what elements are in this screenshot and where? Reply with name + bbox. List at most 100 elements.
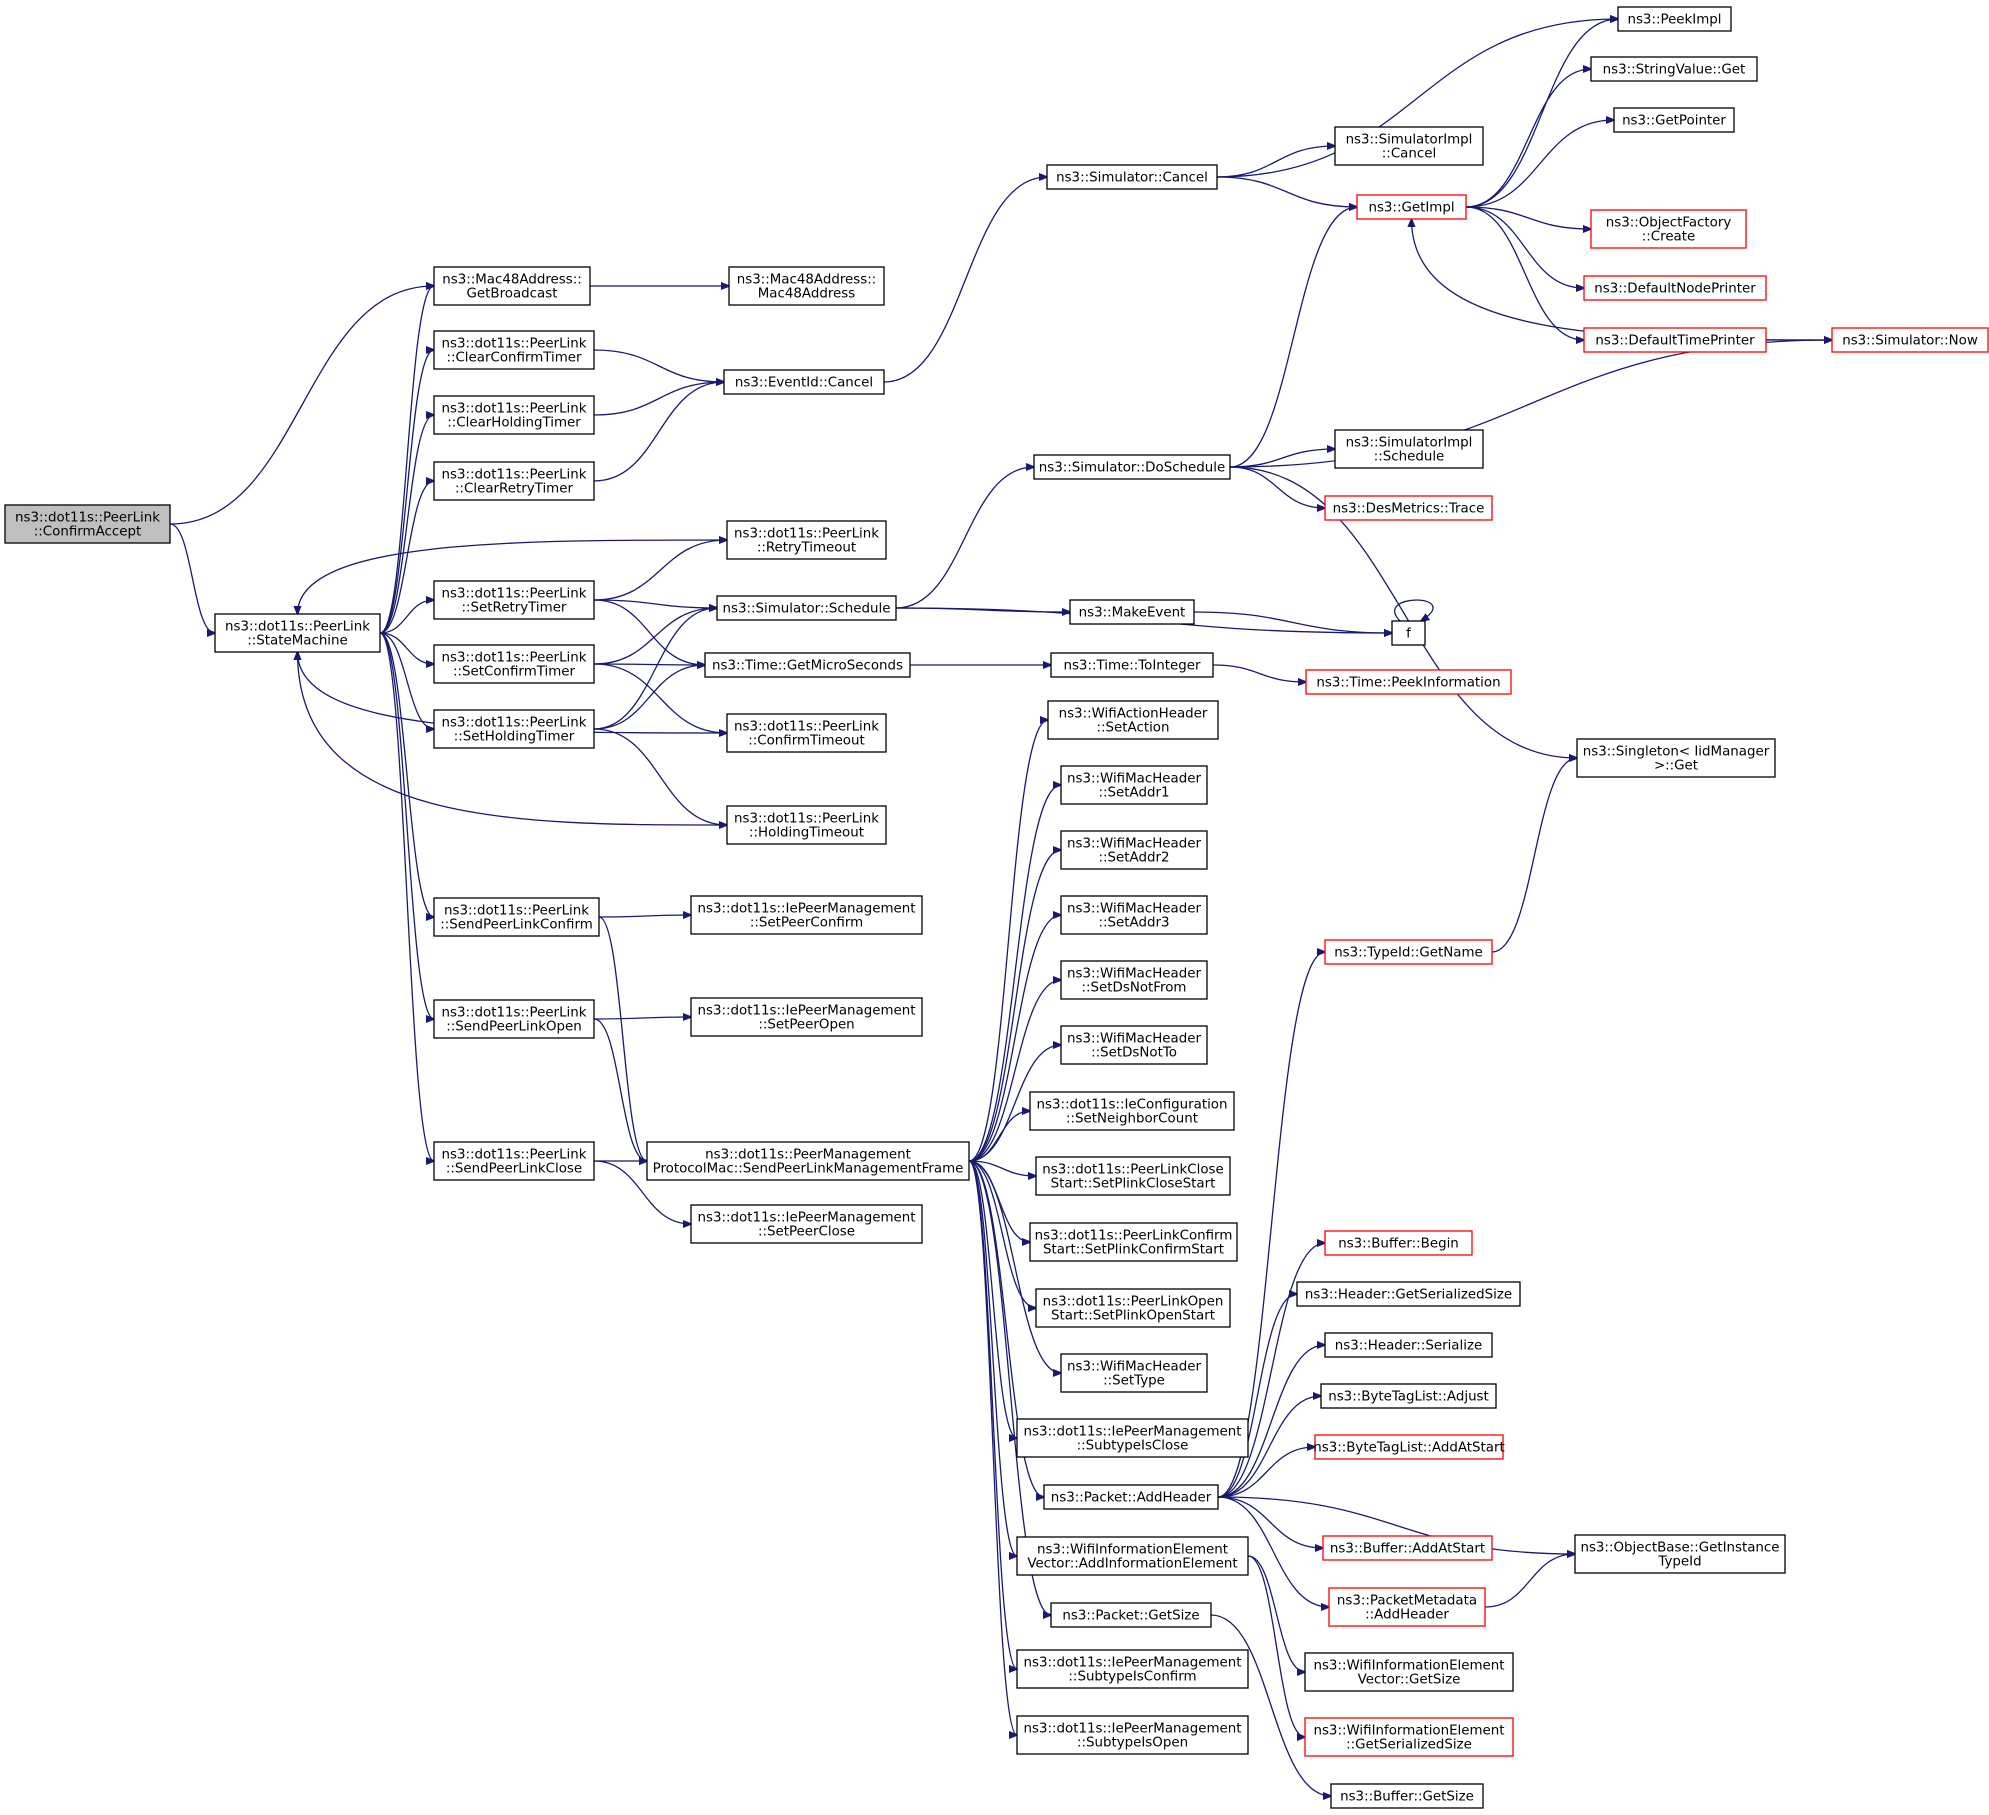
node-byte-tag-adjust[interactable]: ns3::ByteTagList::Adjust bbox=[1320, 1383, 1497, 1409]
node-peek-impl[interactable]: ns3::PeekImpl bbox=[1617, 6, 1732, 32]
node-subtype-is-confirm[interactable]: ns3::dot11s::IePeerManagement::SubtypeIs… bbox=[1016, 1649, 1249, 1689]
node-mac48ctor[interactable]: ns3::Mac48Address::Mac48Address bbox=[728, 266, 885, 306]
node-buffer-begin[interactable]: ns3::Buffer::Begin bbox=[1324, 1230, 1473, 1256]
node-set-type[interactable]: ns3::WifiMacHeader::SetType bbox=[1060, 1353, 1208, 1393]
node-buffer-get-size[interactable]: ns3::Buffer::GetSize bbox=[1330, 1783, 1484, 1809]
node-f[interactable]: f bbox=[1391, 620, 1426, 646]
node-box bbox=[1617, 6, 1732, 32]
edge-setConfirm-to-simSchedule bbox=[593, 608, 717, 665]
node-singleton-get[interactable]: ns3::Singleton< IidManager>::Get bbox=[1576, 738, 1776, 778]
node-clear-retry[interactable]: ns3::dot11s::PeerLink::ClearRetryTimer bbox=[433, 461, 595, 501]
node-label: ns3::dot11s::PeerLink bbox=[442, 1148, 587, 1163]
node-def-node-printer[interactable]: ns3::DefaultNodePrinter bbox=[1583, 275, 1767, 301]
node-header-serialize[interactable]: ns3::Header::Serialize bbox=[1324, 1332, 1493, 1358]
node-buffer-add-at-start[interactable]: ns3::Buffer::AddAtStart bbox=[1322, 1535, 1493, 1561]
node-box bbox=[1050, 1602, 1212, 1628]
edge-doSchedule-to-getImpl bbox=[1229, 207, 1357, 468]
node-set-plink-open-start[interactable]: ns3::dot11s::PeerLinkOpenStart::SetPlink… bbox=[1035, 1288, 1231, 1328]
node-label: ns3::Simulator::Schedule bbox=[723, 602, 891, 617]
node-label: ::SubtypeIsOpen bbox=[1077, 1736, 1188, 1751]
node-do-schedule[interactable]: ns3::Simulator::DoSchedule bbox=[1033, 454, 1231, 480]
node-sim-impl-cancel[interactable]: ns3::SimulatorImpl::Cancel bbox=[1334, 126, 1484, 166]
node-label: ns3::dot11s::PeerLink bbox=[734, 527, 879, 542]
node-label: ::HoldingTimeout bbox=[749, 826, 864, 841]
node-retry-timeout[interactable]: ns3::dot11s::PeerLink::RetryTimeout bbox=[726, 520, 887, 560]
node-label: ns3::Time::GetMicroSeconds bbox=[712, 659, 903, 674]
node-wie-get-ser-size[interactable]: ns3::WifiInformationElement::GetSerializ… bbox=[1304, 1717, 1514, 1757]
node-def-time-printer[interactable]: ns3::DefaultTimePrinter bbox=[1583, 327, 1767, 353]
node-get-micro[interactable]: ns3::Time::GetMicroSeconds bbox=[704, 652, 911, 678]
node-get-pointer[interactable]: ns3::GetPointer bbox=[1613, 107, 1735, 133]
node-set-peer-close[interactable]: ns3::dot11s::IePeerManagement::SetPeerCl… bbox=[690, 1204, 923, 1244]
node-label: ns3::dot11s::PeerLinkConfirm bbox=[1035, 1229, 1233, 1244]
node-subtype-is-open[interactable]: ns3::dot11s::IePeerManagement::SubtypeIs… bbox=[1016, 1715, 1249, 1755]
node-set-ds-not-from[interactable]: ns3::WifiMacHeader::SetDsNotFrom bbox=[1060, 960, 1208, 1000]
edge-setRetry-to-retryTimeout bbox=[593, 540, 727, 601]
node-label: ::SetConfirmTimer bbox=[453, 665, 576, 680]
node-set-confirm[interactable]: ns3::dot11s::PeerLink::SetConfirmTimer bbox=[433, 644, 595, 684]
node-state-machine[interactable]: ns3::dot11s::PeerLink::StateMachine bbox=[214, 613, 381, 653]
edge-addHeader-to-bufferAddAtStart bbox=[1217, 1496, 1323, 1548]
node-set-addr1[interactable]: ns3::WifiMacHeader::SetAddr1 bbox=[1060, 765, 1208, 805]
node-string-get[interactable]: ns3::StringValue::Get bbox=[1590, 56, 1758, 82]
node-box bbox=[214, 613, 381, 653]
node-label: ns3::Header::Serialize bbox=[1335, 1339, 1482, 1354]
node-wie-vector-get-size[interactable]: ns3::WifiInformationElementVector::GetSi… bbox=[1304, 1652, 1514, 1692]
node-clear-confirm[interactable]: ns3::dot11s::PeerLink::ClearConfirmTimer bbox=[433, 330, 595, 370]
node-get-impl[interactable]: ns3::GetImpl bbox=[1356, 194, 1467, 220]
edge-sendConfirm-to-setPeerConfirm bbox=[598, 915, 691, 917]
node-clear-holding[interactable]: ns3::dot11s::PeerLink::ClearHoldingTimer bbox=[433, 395, 595, 435]
node-set-plink-confirm-start[interactable]: ns3::dot11s::PeerLinkConfirmStart::SetPl… bbox=[1029, 1222, 1238, 1262]
node-confirm-accept[interactable]: ns3::dot11s::PeerLink::ConfirmAccept bbox=[4, 504, 171, 544]
node-confirm-timeout[interactable]: ns3::dot11s::PeerLink::ConfirmTimeout bbox=[726, 713, 887, 753]
edge-stateMachine-to-setRetry bbox=[379, 600, 434, 634]
node-set-holding[interactable]: ns3::dot11s::PeerLink::SetHoldingTimer bbox=[433, 709, 595, 749]
edge-stateMachine-to-sendOpen bbox=[379, 632, 434, 1019]
node-label: Vector::GetSize bbox=[1358, 1673, 1461, 1688]
node-label: Mac48Address bbox=[758, 287, 856, 302]
node-send-confirm[interactable]: ns3::dot11s::PeerLink::SendPeerLinkConfi… bbox=[433, 897, 600, 937]
node-packet-get-size[interactable]: ns3::Packet::GetSize bbox=[1050, 1602, 1212, 1628]
node-box bbox=[1304, 1717, 1514, 1757]
node-des-trace[interactable]: ns3::DesMetrics::Trace bbox=[1324, 495, 1493, 521]
node-set-addr3[interactable]: ns3::WifiMacHeader::SetAddr3 bbox=[1060, 895, 1208, 935]
node-sim-cancel[interactable]: ns3::Simulator::Cancel bbox=[1046, 164, 1218, 190]
node-sim-impl-schedule[interactable]: ns3::SimulatorImpl::Schedule bbox=[1334, 429, 1484, 469]
node-box bbox=[1060, 960, 1208, 1000]
node-byte-tag-add-at-start[interactable]: ns3::ByteTagList::AddAtStart bbox=[1313, 1434, 1505, 1460]
node-holding-timeout[interactable]: ns3::dot11s::PeerLink::HoldingTimeout bbox=[726, 805, 887, 845]
node-send-mgmt-frame[interactable]: ns3::dot11s::PeerManagementProtocolMac::… bbox=[646, 1141, 970, 1181]
node-sim-schedule[interactable]: ns3::Simulator::Schedule bbox=[716, 595, 897, 621]
edge-retryTimeout-to-stateMachine bbox=[298, 539, 728, 614]
node-peek-info[interactable]: ns3::Time::PeekInformation bbox=[1305, 669, 1512, 695]
node-set-retry[interactable]: ns3::dot11s::PeerLink::SetRetryTimer bbox=[433, 580, 595, 620]
edge-addHeader-to-metaAddHeader bbox=[1217, 1496, 1329, 1607]
node-set-peer-open[interactable]: ns3::dot11s::IePeerManagement::SetPeerOp… bbox=[690, 997, 923, 1037]
node-set-peer-confirm[interactable]: ns3::dot11s::IePeerManagement::SetPeerCo… bbox=[690, 895, 923, 935]
node-set-plink-close-start[interactable]: ns3::dot11s::PeerLinkCloseStart::SetPlin… bbox=[1035, 1156, 1231, 1196]
node-box bbox=[1060, 1353, 1208, 1393]
node-make-event[interactable]: ns3::MakeEvent bbox=[1069, 599, 1195, 625]
node-label: ::SetHoldingTimer bbox=[454, 730, 575, 745]
node-box bbox=[433, 897, 600, 937]
node-type-id-get-name[interactable]: ns3::TypeId::GetName bbox=[1324, 939, 1493, 965]
node-set-action[interactable]: ns3::WifiActionHeader::SetAction bbox=[1047, 700, 1219, 740]
node-send-close[interactable]: ns3::dot11s::PeerLink::SendPeerLinkClose bbox=[433, 1141, 595, 1181]
node-to-integer[interactable]: ns3::Time::ToInteger bbox=[1050, 652, 1214, 678]
node-send-open[interactable]: ns3::dot11s::PeerLink::SendPeerLinkOpen bbox=[433, 999, 595, 1039]
node-get-broadcast[interactable]: ns3::Mac48Address::GetBroadcast bbox=[433, 266, 591, 306]
node-obj-factory[interactable]: ns3::ObjectFactory::Create bbox=[1590, 209, 1747, 249]
node-label: ns3::EventId::Cancel bbox=[735, 376, 873, 391]
node-sim-now[interactable]: ns3::Simulator::Now bbox=[1831, 327, 1989, 353]
node-add-info-element[interactable]: ns3::WifiInformationElementVector::AddIn… bbox=[1016, 1536, 1249, 1576]
node-subtype-is-close[interactable]: ns3::dot11s::IePeerManagement::SubtypeIs… bbox=[1016, 1418, 1249, 1458]
node-header-get-ser-size[interactable]: ns3::Header::GetSerializedSize bbox=[1296, 1281, 1521, 1307]
node-set-neighbor-count[interactable]: ns3::dot11s::IeConfiguration::SetNeighbo… bbox=[1029, 1091, 1235, 1131]
node-meta-add-header[interactable]: ns3::PacketMetadata::AddHeader bbox=[1328, 1587, 1486, 1627]
node-label: ::ConfirmTimeout bbox=[748, 734, 865, 749]
node-add-header[interactable]: ns3::Packet::AddHeader bbox=[1043, 1484, 1219, 1510]
node-event-cancel[interactable]: ns3::EventId::Cancel bbox=[723, 369, 885, 395]
node-set-addr2[interactable]: ns3::WifiMacHeader::SetAddr2 bbox=[1060, 830, 1208, 870]
node-set-ds-not-to[interactable]: ns3::WifiMacHeader::SetDsNotTo bbox=[1060, 1025, 1208, 1065]
